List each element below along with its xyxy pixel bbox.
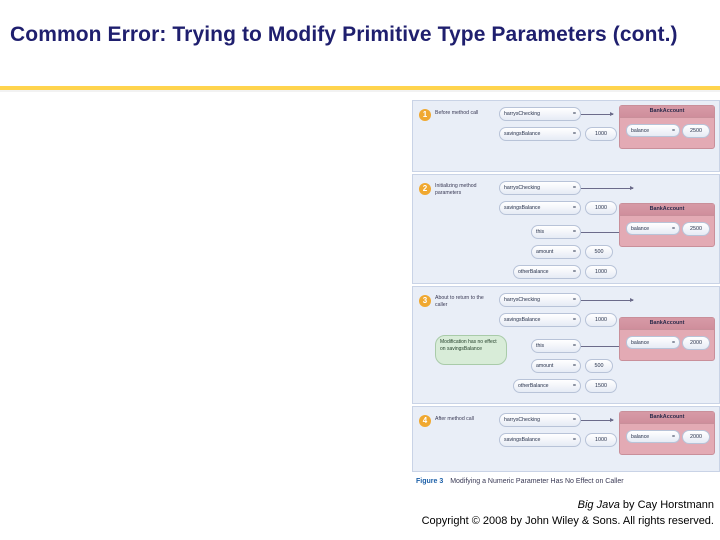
figure-panel-2: 2 Initializing method parameters harrysC… (412, 174, 720, 284)
footer-author: by Cay Horstmann (619, 499, 714, 511)
field-balance-1: balance = (626, 124, 680, 137)
figure-panel-4: 4 After method call harrysChecking = sav… (412, 406, 720, 472)
object-title-4: BankAccount (620, 412, 714, 424)
step-number-3: 3 (419, 295, 431, 307)
object-bankaccount-3: BankAccount balance = 2000 (619, 317, 715, 361)
reference-arrow-4 (581, 418, 614, 422)
var-savingsbalance-4: savingsBalance = (499, 433, 581, 447)
footer: Big Java by Cay Horstmann Copyright © 20… (0, 498, 714, 530)
field-balance-4: balance = (626, 430, 680, 443)
page-title: Common Error: Trying to Modify Primitive… (10, 23, 678, 46)
var-otherbalance-3: otherBalance = (513, 379, 581, 393)
reference-arrow-3a (581, 298, 634, 302)
step-label-2: Initializing method parameters (435, 183, 477, 197)
object-bankaccount-1: BankAccount balance = 2500 (619, 105, 715, 149)
var-harryschecking-2: harrysChecking = (499, 181, 581, 195)
step-number-1: 1 (419, 109, 431, 121)
var-amount-2: amount = (531, 245, 581, 259)
step-number-2: 2 (419, 183, 431, 195)
value-savingsbalance-4: 1000 (585, 433, 617, 447)
object-bankaccount-2: BankAccount balance = 2500 (619, 203, 715, 247)
field-balance-2: balance = (626, 222, 680, 235)
value-savingsbalance-3: 1000 (585, 313, 617, 327)
step-label-1: Before method call (435, 110, 479, 116)
object-title-1: BankAccount (620, 106, 714, 118)
step-number-4: 4 (419, 415, 431, 427)
footer-copyright: Copyright © 2008 by John Wiley & Sons. A… (421, 514, 714, 527)
value-otherbalance-3: 1500 (585, 379, 617, 393)
var-amount-3: amount = (531, 359, 581, 373)
figure-caption-label: Figure 3 (416, 478, 444, 485)
var-savingsbalance-2: savingsBalance = (499, 201, 581, 215)
figure-caption-text: Modifying a Numeric Parameter Has No Eff… (450, 478, 624, 485)
callout-no-effect: Modification has no effect on savingsBal… (435, 335, 507, 365)
field-balance-value-2: 2500 (682, 222, 710, 236)
figure-panel-1: 1 Before method call harrysChecking = sa… (412, 100, 720, 172)
footer-book-title: Big Java (577, 499, 620, 511)
var-savingsbalance-3: savingsBalance = (499, 313, 581, 327)
field-balance-value-1: 2500 (682, 124, 710, 138)
step-label-4: After method call (435, 416, 474, 422)
footer-attribution: Big Java by Cay Horstmann (0, 498, 714, 514)
var-this-2: this = (531, 225, 581, 239)
var-savingsbalance-1: savingsBalance = (499, 127, 581, 141)
reference-arrow-2a (581, 186, 634, 190)
object-bankaccount-4: BankAccount balance = 2000 (619, 411, 715, 455)
field-balance-value-3: 2000 (682, 336, 710, 350)
object-title-3: BankAccount (620, 318, 714, 330)
title-block: Common Error: Trying to Modify Primitive… (0, 0, 720, 86)
value-otherbalance-2: 1000 (585, 265, 617, 279)
figure-panel-3: 3 About to return to the caller harrysCh… (412, 286, 720, 404)
var-harryschecking-4: harrysChecking = (499, 413, 581, 427)
reference-arrow-1 (581, 112, 614, 116)
var-this-3: this = (531, 339, 581, 353)
field-balance-3: balance = (626, 336, 680, 349)
title-underline-rule (0, 86, 720, 90)
field-balance-value-4: 2000 (682, 430, 710, 444)
object-title-2: BankAccount (620, 204, 714, 216)
figure-caption: Figure 3 Modifying a Numeric Parameter H… (416, 478, 624, 485)
title-underline-shadow (0, 90, 720, 92)
figure-modifying-numeric-parameter: 1 Before method call harrysChecking = sa… (412, 100, 720, 498)
var-harryschecking-3: harrysChecking = (499, 293, 581, 307)
value-savingsbalance-1: 1000 (585, 127, 617, 141)
value-amount-2: 500 (585, 245, 613, 259)
var-otherbalance-2: otherBalance = (513, 265, 581, 279)
value-amount-3: 500 (585, 359, 613, 373)
step-label-3: About to return to the caller (435, 295, 484, 309)
value-savingsbalance-2: 1000 (585, 201, 617, 215)
var-harryschecking-1: harrysChecking = (499, 107, 581, 121)
